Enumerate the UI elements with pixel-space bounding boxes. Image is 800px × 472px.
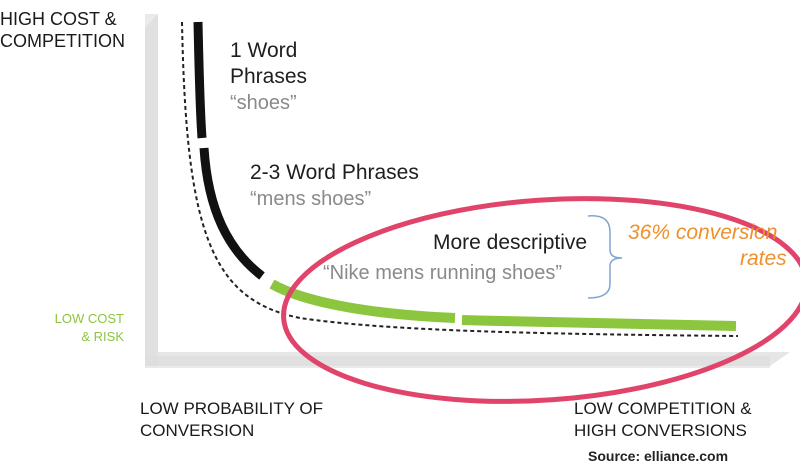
segment-descriptive-title: More descriptive — [433, 231, 588, 254]
tail-curve-segment-1 — [269, 279, 456, 323]
x-axis-bar — [145, 356, 770, 368]
low-competition-label: LOW COMPETITION & HIGH CONVERSIONS — [574, 398, 752, 442]
low-cost-label-line1: LOW COST — [54, 311, 124, 326]
low-competition-label-line1: LOW COMPETITION & — [574, 399, 752, 418]
bracket — [587, 215, 623, 299]
head-curve-segment-2 — [199, 147, 265, 280]
segment-descriptive-example: “Nike mens running shoes” — [323, 262, 562, 284]
segment-one-title-line2: Phrases — [230, 65, 308, 88]
source-credit: Source: elliance.com — [588, 448, 729, 464]
low-cost-label-line2: & RISK — [81, 329, 124, 344]
dotted-demand-curve — [181, 21, 739, 337]
segment-one-word: 1 Word Phrases “shoes” — [230, 38, 307, 116]
low-probability-label: LOW PROBABILITY OF CONVERSION — [140, 398, 323, 442]
low-probability-label-line2: CONVERSION — [140, 421, 255, 440]
low-cost-label: LOW COST & RISK — [55, 310, 124, 346]
conversion-rate-line2: rates — [740, 247, 787, 270]
high-cost-label-line2: COMPETITION — [0, 31, 125, 51]
segment-descriptive-example-wrap: “Nike mens running shoes” — [323, 260, 562, 286]
segment-one-title-line1: 1 Word — [230, 39, 298, 62]
y-axis-bar — [145, 14, 158, 366]
high-cost-label: HIGH COST & COMPETITION — [0, 8, 125, 52]
conversion-rate-line1: 36% conversion — [628, 221, 778, 244]
segment-descriptive-title-wrap: More descriptive — [433, 230, 587, 256]
high-cost-label-line1: HIGH COST & — [0, 9, 117, 29]
segment-one-example: “shoes” — [230, 92, 297, 114]
highlight-ellipse — [281, 196, 800, 404]
low-competition-label-line2: HIGH CONVERSIONS — [574, 421, 747, 440]
segment-two-title: 2-3 Word Phrases — [250, 161, 419, 184]
low-probability-label-line1: LOW PROBABILITY OF — [140, 399, 323, 418]
conversion-rate-callout: 36% conversion rates — [628, 220, 787, 272]
tail-curve-segment-2 — [461, 315, 737, 331]
head-curve-segment-1 — [193, 21, 207, 139]
segment-two-three-word: 2-3 Word Phrases “mens shoes” — [250, 160, 419, 212]
segment-two-example: “mens shoes” — [250, 188, 372, 210]
